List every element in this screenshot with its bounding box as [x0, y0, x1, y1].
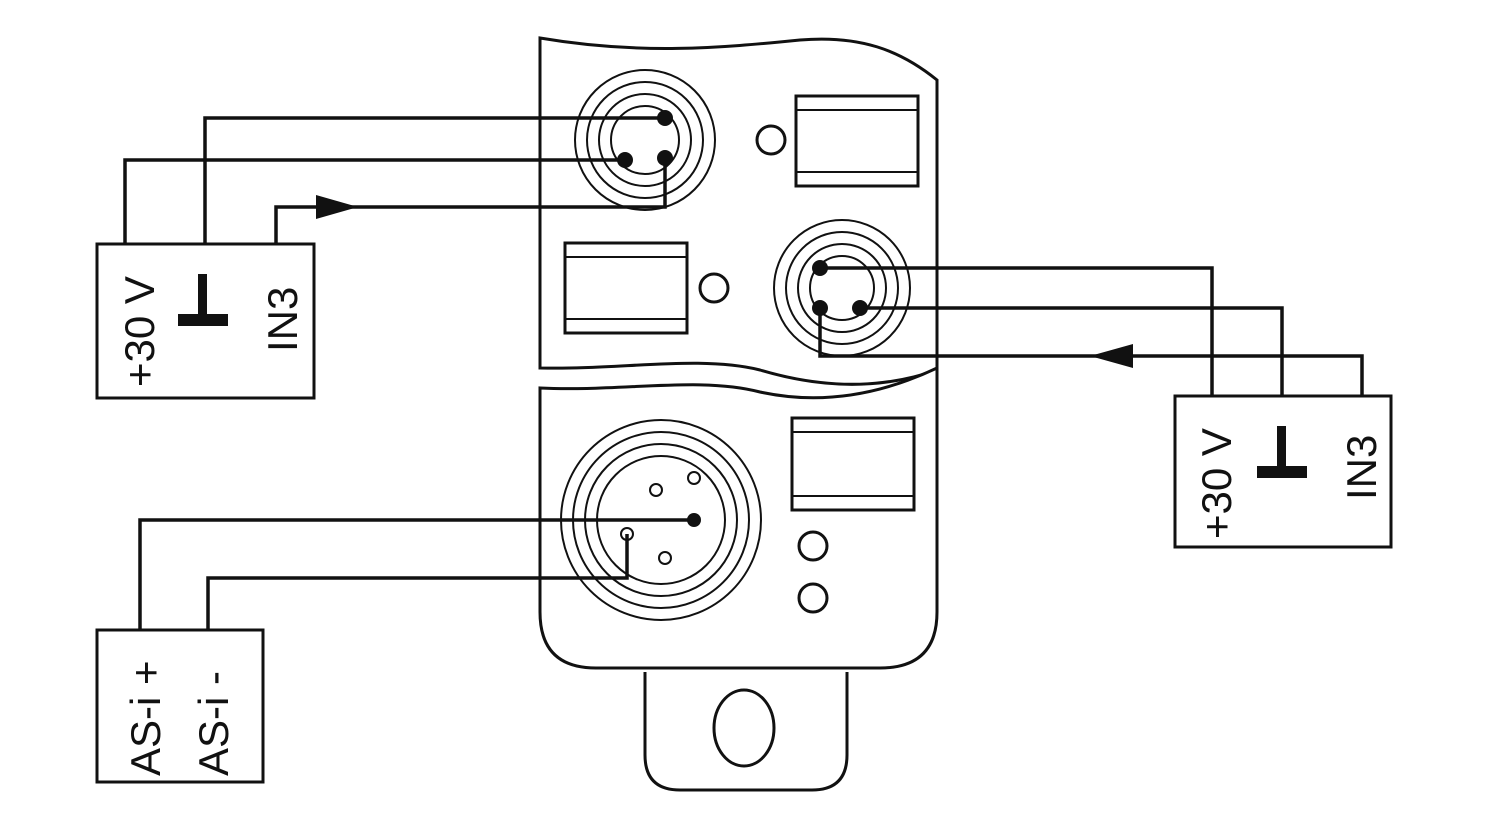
- pin-dot: [687, 513, 701, 527]
- wire-as-i-minus: [206, 534, 629, 630]
- label-window-2: [563, 241, 689, 335]
- ground-symbol: [178, 274, 228, 326]
- bus-box: AS-i + AS-i -: [95, 628, 265, 784]
- sensor-top-supply-label: +30 V: [116, 276, 163, 387]
- pin-dot: [657, 150, 673, 166]
- sensor-top-signal-label: IN3: [259, 287, 306, 352]
- wire-supply: [820, 266, 1214, 396]
- as-i-module: [538, 36, 939, 792]
- signal-arrow: [1090, 344, 1133, 368]
- wire-as-i-plus: [138, 518, 694, 630]
- led-indicator: [755, 124, 787, 156]
- signal-arrow: [316, 195, 358, 219]
- wire-signal: [274, 158, 667, 244]
- ground-symbol: [1257, 426, 1307, 478]
- sensor-right-supply-label: +30 V: [1193, 428, 1240, 539]
- led-indicator: [698, 272, 730, 304]
- led-indicator: [797, 582, 829, 614]
- bus-minus-label: AS-i -: [190, 671, 237, 776]
- wires-bus: [138, 513, 701, 630]
- label-window-1: [794, 94, 920, 188]
- wire-ground: [860, 306, 1284, 396]
- bus-plus-label: AS-i +: [122, 660, 169, 776]
- label-window-3: [790, 416, 916, 512]
- wires-top-sensor: [123, 110, 673, 244]
- sensor-box-top: +30 V IN3: [95, 242, 316, 400]
- pin-dot: [617, 152, 633, 168]
- wires-right-sensor: [812, 260, 1364, 396]
- pin-dot: [812, 260, 828, 276]
- socket-top: [574, 69, 716, 211]
- module-lower-housing: [538, 365, 939, 670]
- pin-dot: [852, 300, 868, 316]
- led-indicator: [797, 530, 829, 562]
- pin-dot: [812, 300, 828, 316]
- mounting-hole: [712, 688, 776, 768]
- sensor-right-signal-label: IN3: [1338, 435, 1385, 500]
- pin-dot: [657, 110, 673, 126]
- sensor-box-right: +30 V IN3: [1173, 394, 1393, 549]
- wire-ground: [203, 116, 665, 244]
- wire-supply: [123, 158, 625, 244]
